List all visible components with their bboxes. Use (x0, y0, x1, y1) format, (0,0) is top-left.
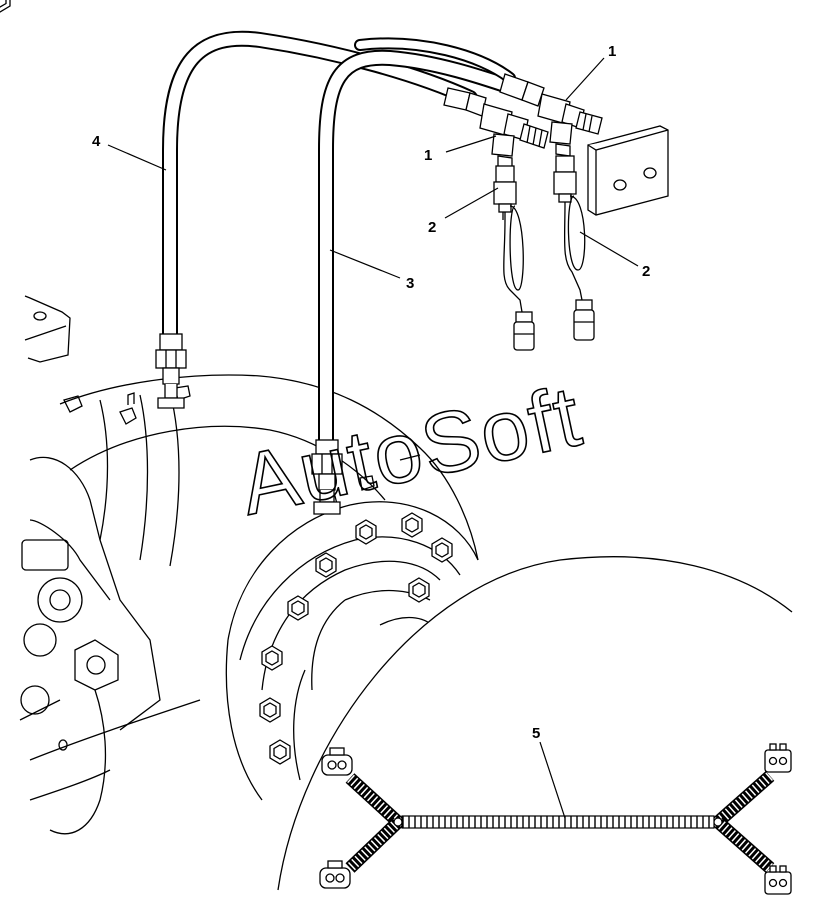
hose-3-end-fitting (311, 439, 343, 515)
callout-2-left: 2 (428, 219, 436, 236)
tee-fitting-right (537, 93, 603, 157)
axle-housing (19, 295, 479, 835)
hose-4-end-fitting (155, 333, 187, 409)
watermark-text: AutoSoft (232, 368, 590, 534)
callout-3: 3 (406, 275, 414, 292)
connector-left-bottom (319, 860, 351, 889)
callout-2-right: 2 (642, 263, 650, 280)
pressure-sensor-left (493, 165, 535, 351)
connector-right-top (764, 743, 792, 773)
wiring-harness (345, 771, 775, 873)
pressure-sensor-right (553, 155, 595, 341)
detail-view-circle (277, 556, 793, 891)
hose-return (354, 37, 516, 84)
callout-leaders (107, 57, 639, 819)
callout-1-top: 1 (608, 43, 616, 60)
connector-left-top (321, 747, 353, 776)
callout-1-left: 1 (424, 147, 432, 164)
callout-5: 5 (532, 725, 540, 742)
flange-bolts (0, 0, 453, 765)
hose-4 (162, 30, 478, 343)
tee-fitting-left (479, 103, 549, 169)
harness-connectors (319, 743, 792, 895)
hose-3 (318, 49, 528, 448)
callout-4: 4 (92, 133, 101, 150)
connector-right-bottom (764, 865, 792, 895)
mounting-bracket (587, 125, 669, 216)
